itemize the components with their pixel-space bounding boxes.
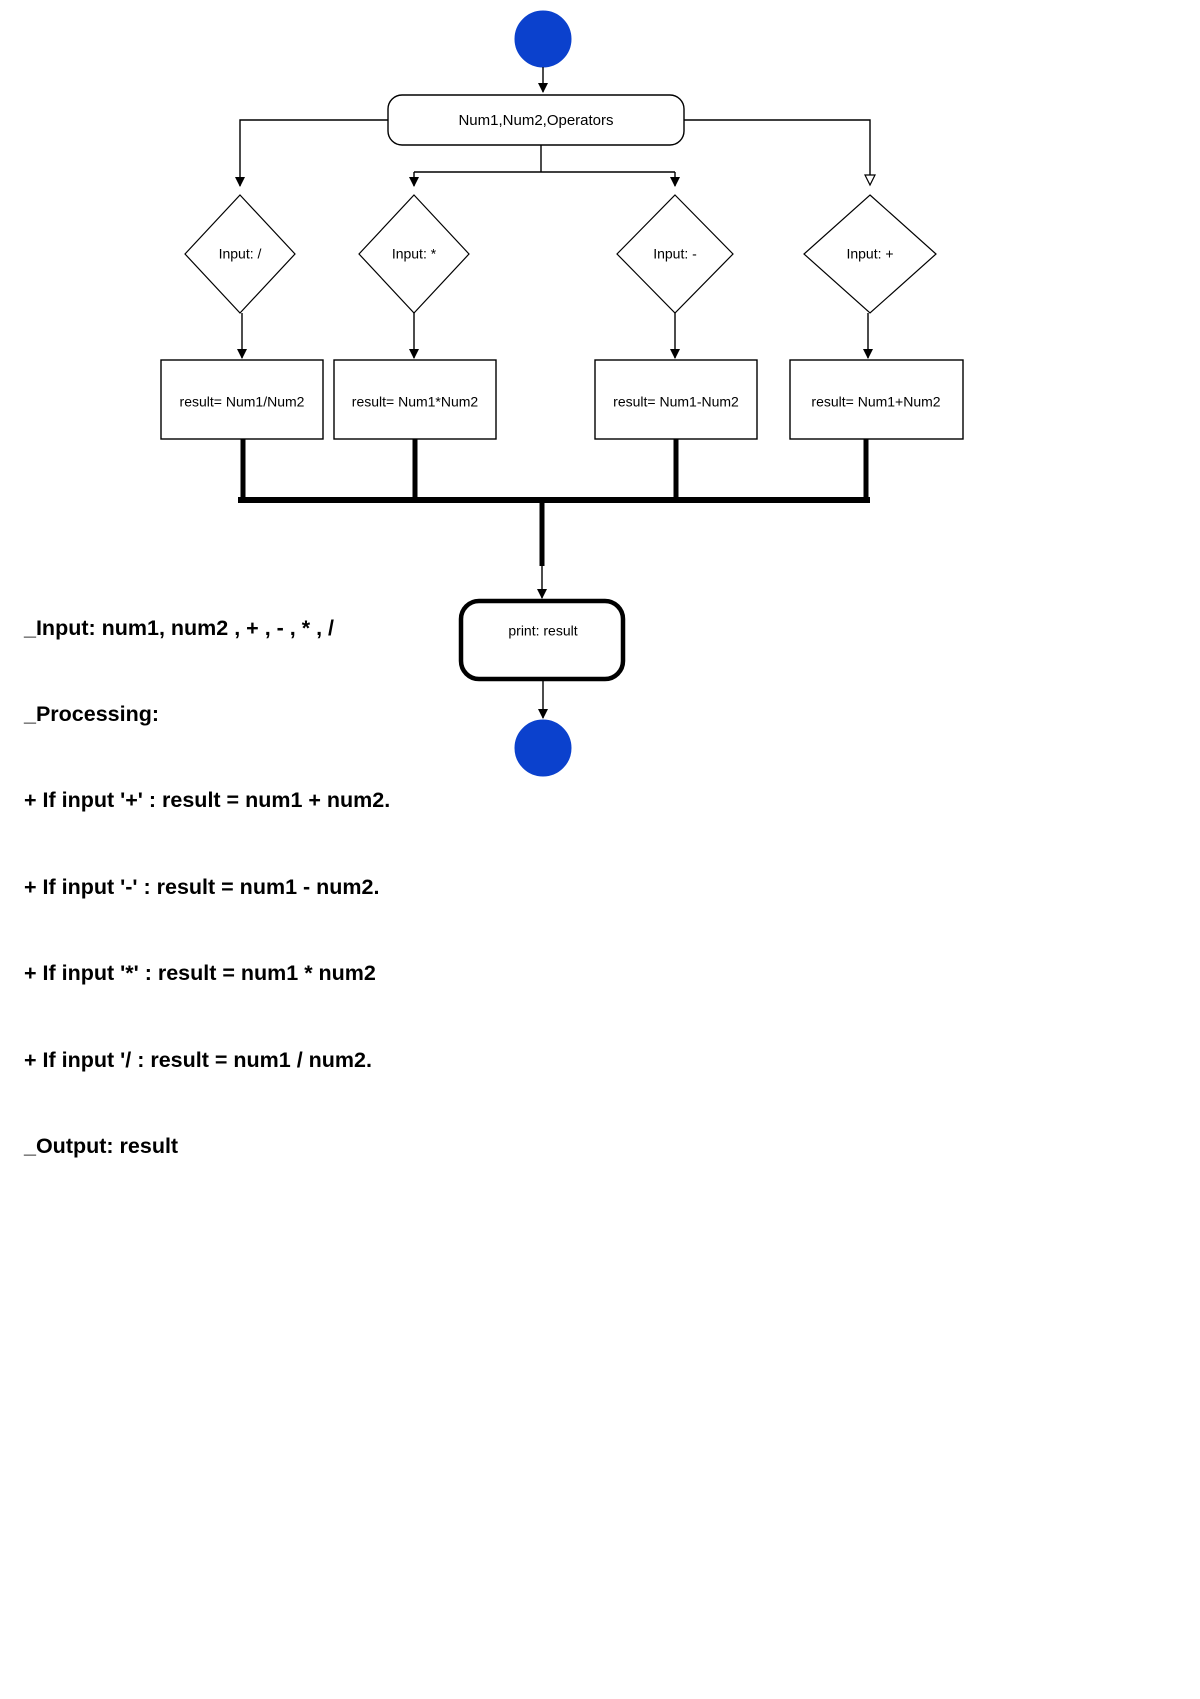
input-node-label: Num1,Num2,Operators	[458, 112, 613, 129]
end-circle	[514, 719, 572, 777]
spec-line-divide: + If input '/ : result = num1 / num2.	[24, 1047, 372, 1072]
edge-input-to-decision-divide	[235, 119, 388, 187]
decision-divide-label: Input: /	[219, 246, 262, 262]
start-circle	[514, 10, 572, 68]
decision-plus	[803, 194, 937, 314]
decision-divide	[184, 194, 296, 314]
spec-line-input: _Input: num1, num2 , + , - , * , /	[24, 615, 334, 640]
decision-plus-label: Input: +	[846, 246, 893, 262]
spec-line-plus: + If input '+' : result = num1 + num2.	[24, 788, 391, 813]
process-multiply-box	[333, 359, 497, 440]
edge-input-to-decision-plus	[684, 119, 876, 187]
output-node-label: print: result	[508, 623, 577, 639]
process-divide-label: result= Num1/Num2	[180, 394, 305, 410]
spec-line-multiply: + If input '*' : result = num1 * num2	[24, 961, 376, 986]
process-minus-label: result= Num1-Num2	[613, 394, 739, 410]
process-minus-box	[594, 359, 758, 440]
process-plus-label: result= Num1+Num2	[811, 394, 940, 410]
output-node-box	[458, 598, 626, 682]
process-divide-box	[160, 359, 324, 440]
process-multiply-label: result= Num1*Num2	[352, 394, 479, 410]
spec-line-output: _Output: result	[24, 1133, 179, 1158]
spec-line-minus: + If input '-' : result = num1 - num2.	[24, 874, 380, 899]
spec-line-processing: _Processing:	[24, 701, 160, 726]
process-plus-box	[789, 359, 964, 440]
decision-minus-label: Input: -	[653, 246, 697, 262]
specification-text-block: _Input: num1, num2 , + , - , * , / _Proc…	[24, 556, 544, 1218]
decision-multiply-label: Input: *	[392, 246, 437, 262]
